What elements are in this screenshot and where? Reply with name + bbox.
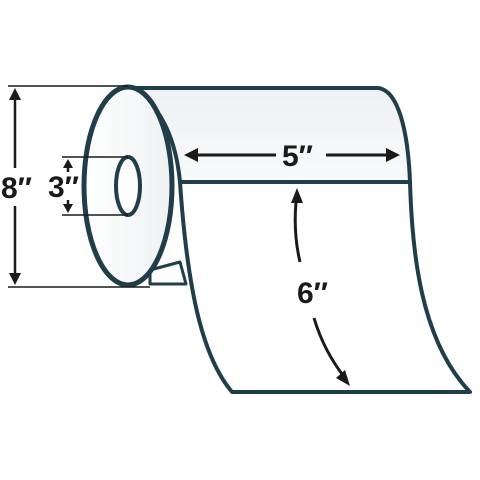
arrow-down-icon: [336, 370, 350, 386]
arrow-up-icon: [291, 188, 303, 203]
roll-diameter-label: 8″: [1, 172, 32, 205]
label-sheet-drop: [178, 180, 472, 394]
label-width-label: 5″: [282, 140, 313, 173]
arrow-up-icon: [63, 159, 73, 168]
arrow-up-icon: [9, 88, 21, 100]
label-length-label: 6″: [297, 277, 328, 310]
roll-diameter-dimension: 8″: [1, 85, 150, 288]
arrow-left-icon: [184, 148, 198, 162]
arrow-down-icon: [9, 273, 21, 285]
core-diameter-dimension: 3″: [48, 156, 128, 216]
arrow-right-icon: [386, 148, 400, 162]
label-width-dimension: 5″: [184, 140, 400, 173]
label-length-dimension: 6″: [291, 188, 350, 386]
core-diameter-label: 3″: [48, 171, 79, 204]
arrow-down-icon: [63, 204, 73, 213]
core-hole: [114, 155, 142, 217]
roll-bottom-edge: [148, 260, 188, 286]
